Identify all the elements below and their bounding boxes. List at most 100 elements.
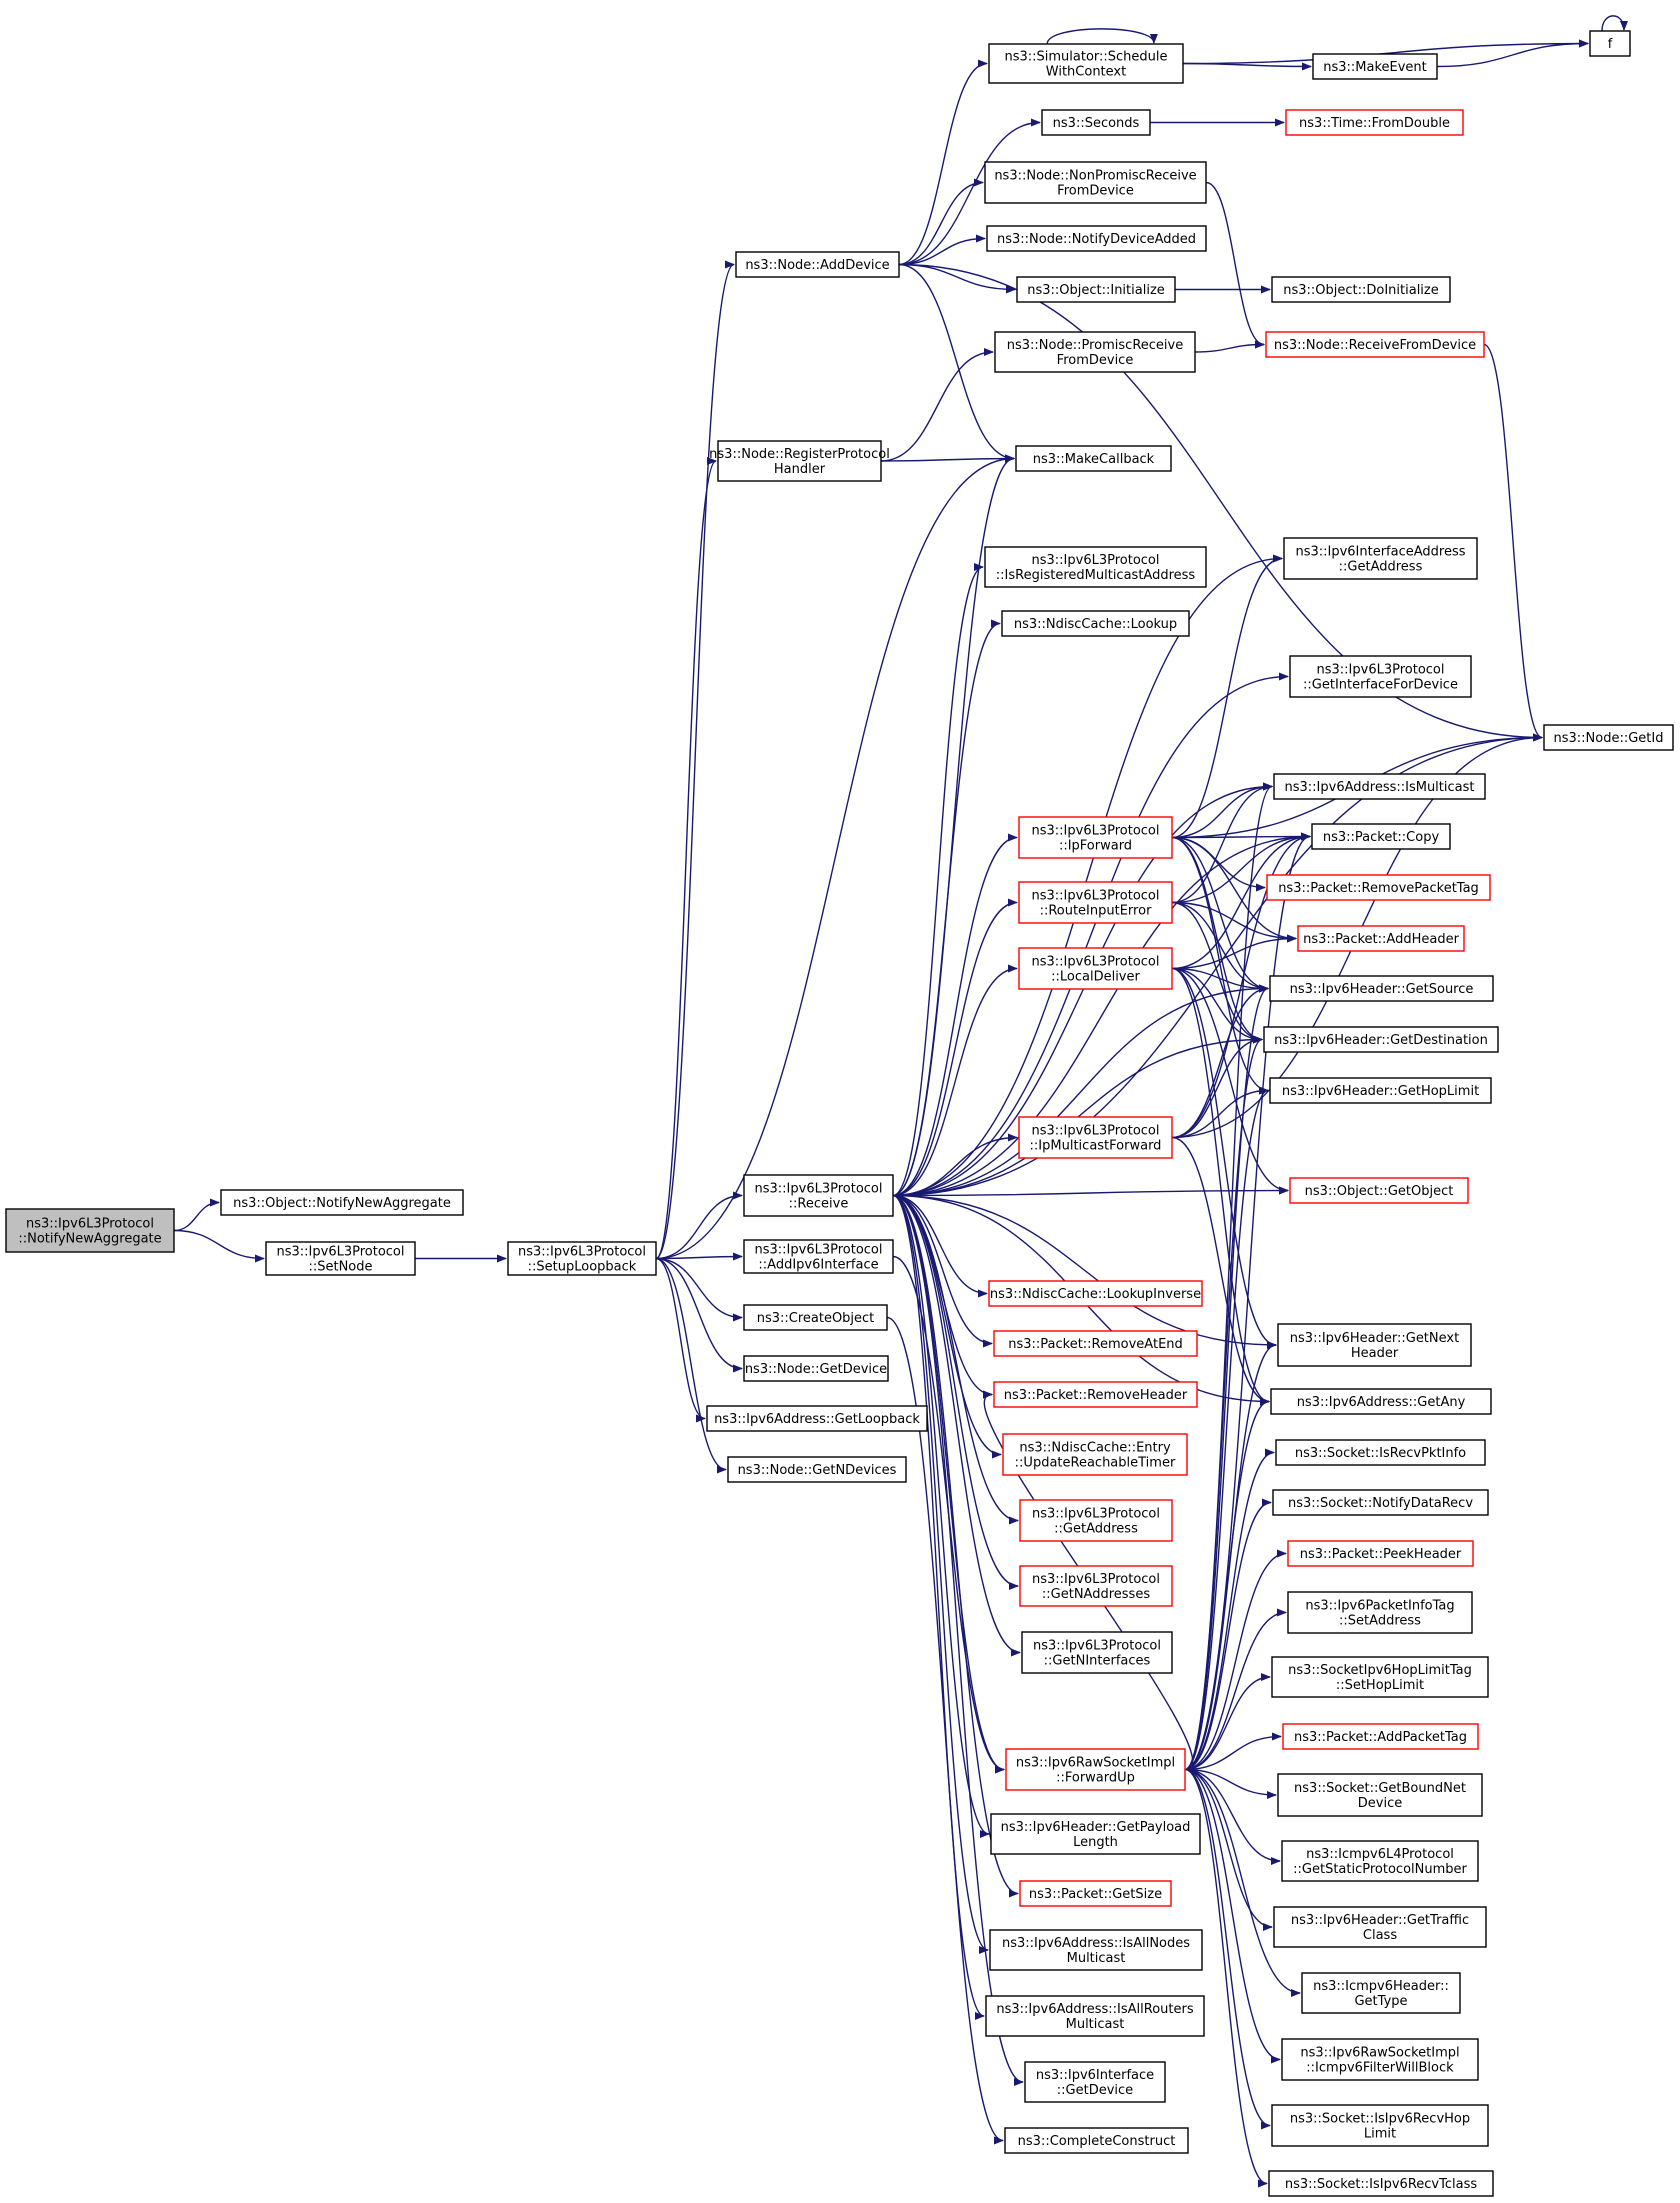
graph-node-routeinerr[interactable]: ns3::Ipv6L3Protocol::RouteInputError — [1018, 881, 1173, 924]
node-box — [994, 331, 1196, 373]
graph-node-getany[interactable]: ns3::Ipv6Address::GetAny — [1270, 1388, 1492, 1415]
graph-node-icmpfilter[interactable]: ns3::Ipv6RawSocketImpl::Icmpv6FilterWill… — [1281, 2038, 1479, 2081]
node-box — [1277, 1773, 1483, 1817]
graph-node-removeatend[interactable]: ns3::Packet::RemoveAtEnd — [993, 1330, 1198, 1357]
edge-receive-to-isallrouters — [892, 1194, 985, 2020]
node-box — [1002, 1433, 1188, 1476]
graph-node-getndevices[interactable]: ns3::Node::GetNDevices — [727, 1456, 907, 1483]
graph-node-receive[interactable]: ns3::Ipv6L3Protocol::Receive — [743, 1174, 894, 1217]
edge-adddevice-to-nonpromisc — [898, 178, 984, 266]
graph-node-adddevice[interactable]: ns3::Node::AddDevice — [735, 251, 900, 278]
graph-node-objdoinit[interactable]: ns3::Object::DoInitialize — [1271, 276, 1451, 303]
node-label: ns3::Object::NotifyNewAggregate — [233, 1196, 451, 1211]
graph-node-peekheader[interactable]: ns3::Packet::PeekHeader — [1287, 1540, 1474, 1567]
edge-receive-to-getaddress — [892, 1194, 1019, 1525]
graph-node-createobj[interactable]: ns3::CreateObject — [743, 1304, 888, 1331]
graph-node-f[interactable]: f — [1589, 30, 1631, 57]
graph-node-icmpgettype[interactable]: ns3::Icmpv6Header::GetType — [1301, 1972, 1461, 2014]
graph-node-ndisclookupinv[interactable]: ns3::NdiscCache::LookupInverse — [988, 1280, 1203, 1307]
graph-node-isregmcast[interactable]: ns3::Ipv6L3Protocol::IsRegisteredMultica… — [984, 546, 1207, 588]
graph-node-removepkttag[interactable]: ns3::Packet::RemovePacketTag — [1266, 874, 1491, 901]
graph-node-getiffordev[interactable]: ns3::Ipv6L3Protocol::GetInterfaceForDevi… — [1289, 655, 1472, 698]
node-label: ns3::Node::ReceiveFromDevice — [1274, 338, 1476, 353]
node-label: ns3::Packet::GetSize — [1029, 1887, 1162, 1902]
graph-node-getninterfaces[interactable]: ns3::Ipv6L3Protocol::GetNInterfaces — [1021, 1631, 1173, 1674]
graph-node-objinit[interactable]: ns3::Object::Initialize — [1016, 276, 1176, 303]
graph-node-updreach[interactable]: ns3::NdiscCache::Entry::UpdateReachableT… — [1002, 1433, 1188, 1476]
graph-node-hoplimittag[interactable]: ns3::SocketIpv6HopLimitTag::SetHopLimit — [1271, 1656, 1489, 1698]
node-label: ::UpdateReachableTimer — [1015, 1456, 1176, 1471]
edge-setuploop-to-getloopback — [655, 1257, 706, 1423]
graph-node-makeevent[interactable]: ns3::MakeEvent — [1312, 53, 1438, 80]
graph-node-icmpstaticproto[interactable]: ns3::Icmpv6L4Protocol::GetStaticProtocol… — [1281, 1840, 1479, 1882]
graph-node-notifydatarecv[interactable]: ns3::Socket::NotifyDataRecv — [1272, 1489, 1489, 1516]
graph-node-isrecvtclass[interactable]: ns3::Socket::IsIpv6RecvTclass — [1268, 2170, 1494, 2197]
graph-node-pktcopy[interactable]: ns3::Packet::Copy — [1311, 823, 1451, 850]
node-label: ns3::Ipv6Address::IsMulticast — [1285, 780, 1475, 795]
graph-node-notifydevadded[interactable]: ns3::Node::NotifyDeviceAdded — [986, 225, 1207, 252]
graph-node-fromdouble[interactable]: ns3::Time::FromDouble — [1285, 109, 1464, 136]
graph-node-setnode[interactable]: ns3::Ipv6L3Protocol::SetNode — [265, 1241, 416, 1276]
edge-root-to-setnode — [173, 1229, 265, 1263]
edge-setuploop-to-getdevice — [655, 1257, 743, 1373]
graph-node-ifaddrgetaddr[interactable]: ns3::Ipv6InterfaceAddress::GetAddress — [1283, 537, 1478, 580]
nodes-layer: ns3::Ipv6L3Protocol::NotifyNewAggregaten… — [5, 30, 1674, 2197]
node-box — [717, 440, 882, 482]
node-label: ns3::Node::AddDevice — [745, 258, 889, 273]
node-label: ::SetHopLimit — [1336, 1678, 1424, 1693]
graph-node-addipv6if[interactable]: ns3::Ipv6L3Protocol::AddIpv6Interface — [743, 1239, 894, 1274]
edge-f-to-f — [1601, 15, 1628, 32]
edges-layer — [173, 15, 1628, 2188]
graph-node-completeconstruct[interactable]: ns3::CompleteConstruct — [1004, 2127, 1189, 2154]
graph-node-ismulticast[interactable]: ns3::Ipv6Address::IsMulticast — [1273, 773, 1486, 800]
graph-node-forwardup[interactable]: ns3::Ipv6RawSocketImpl::ForwardUp — [1005, 1748, 1186, 1791]
node-box — [1270, 1388, 1492, 1415]
edge-localdeliver-to-getdest — [1171, 967, 1263, 1044]
node-box — [1589, 30, 1631, 57]
graph-node-setuploop[interactable]: ns3::Ipv6L3Protocol::SetupLoopback — [507, 1241, 657, 1276]
graph-node-getaddress[interactable]: ns3::Ipv6L3Protocol::GetAddress — [1019, 1499, 1173, 1542]
graph-node-recvfromdev[interactable]: ns3::Node::ReceiveFromDevice — [1265, 331, 1485, 358]
edge-setuploop-to-adddevice — [655, 260, 735, 1260]
graph-node-getnaddresses[interactable]: ns3::Ipv6L3Protocol::GetNAddresses — [1019, 1565, 1173, 1607]
graph-node-ipmcastfwd[interactable]: ns3::Ipv6L3Protocol::IpMulticastForward — [1018, 1116, 1173, 1159]
graph-node-addheader[interactable]: ns3::Packet::AddHeader — [1297, 925, 1465, 952]
node-box — [1281, 2038, 1479, 2081]
graph-node-ifgetdevice[interactable]: ns3::Ipv6Interface::GetDevice — [1024, 2061, 1166, 2103]
graph-node-removeheader[interactable]: ns3::Packet::RemoveHeader — [993, 1381, 1198, 1408]
graph-node-ndisclookup[interactable]: ns3::NdiscCache::Lookup — [1001, 610, 1190, 637]
graph-node-obj_notify[interactable]: ns3::Object::NotifyNewAggregate — [220, 1189, 464, 1216]
graph-node-getsize[interactable]: ns3::Packet::GetSize — [1019, 1880, 1172, 1907]
node-box — [1282, 1723, 1479, 1750]
graph-node-getdest[interactable]: ns3::Ipv6Header::GetDestination — [1263, 1026, 1499, 1053]
node-box — [984, 546, 1207, 588]
node-label: ns3::Ipv6Header::GetSource — [1290, 982, 1474, 997]
graph-node-addpkttag[interactable]: ns3::Packet::AddPacketTag — [1282, 1723, 1479, 1750]
graph-node-localdeliver[interactable]: ns3::Ipv6L3Protocol::LocalDeliver — [1018, 947, 1173, 990]
graph-node-seconds[interactable]: ns3::Seconds — [1041, 109, 1151, 136]
graph-node-getdevice[interactable]: ns3::Node::GetDevice — [743, 1355, 889, 1382]
graph-node-pktinfosetaddr[interactable]: ns3::Ipv6PacketInfoTag::SetAddress — [1287, 1591, 1473, 1634]
graph-node-getloopback[interactable]: ns3::Ipv6Address::GetLoopback — [706, 1405, 928, 1432]
node-label: Device — [1358, 1796, 1402, 1811]
graph-node-getsource[interactable]: ns3::Ipv6Header::GetSource — [1269, 975, 1494, 1002]
graph-node-makecallback[interactable]: ns3::MakeCallback — [1015, 445, 1172, 472]
node-box — [993, 1330, 1198, 1357]
graph-node-nodegetid[interactable]: ns3::Node::GetId — [1543, 724, 1674, 751]
graph-node-isrecvpktinfo[interactable]: ns3::Socket::IsRecvPktInfo — [1275, 1439, 1486, 1466]
graph-node-getobject[interactable]: ns3::Object::GetObject — [1289, 1177, 1469, 1204]
node-label: ns3::Ipv6L3Protocol — [1032, 889, 1160, 904]
graph-node-ipforward[interactable]: ns3::Ipv6L3Protocol::IpForward — [1018, 816, 1173, 859]
graph-node-gethoplimit[interactable]: ns3::Ipv6Header::GetHopLimit — [1269, 1077, 1492, 1104]
